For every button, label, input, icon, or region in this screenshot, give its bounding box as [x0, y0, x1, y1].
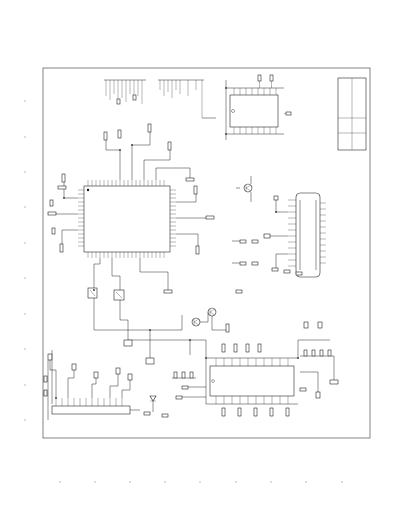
crystal-oscillator	[87, 287, 155, 365]
bottom-ic-package	[190, 339, 330, 417]
top-pin-header-left	[104, 79, 146, 105]
left-vertical-bus	[43, 350, 53, 420]
mcu-pins-bottom	[87, 252, 165, 258]
title-block	[337, 77, 367, 151]
mcu-passive-components	[47, 123, 215, 294]
resistor-network-right	[299, 321, 339, 399]
junction-dots	[55, 87, 299, 399]
transistor-group-lower	[175, 307, 230, 400]
mcu-pins-right	[170, 189, 176, 247]
top-pin-header-right	[158, 79, 216, 119]
transistor-group-center	[232, 176, 259, 294]
connector-block-right	[263, 192, 326, 278]
mcu-pins-left	[78, 189, 84, 247]
mcu-pins-top	[87, 180, 165, 186]
margin-ticks	[24, 100, 343, 483]
indicator-parts-middle	[143, 371, 196, 418]
mcu-qfp-package	[83, 185, 171, 253]
top-ic-package	[225, 74, 292, 140]
bottom-left-connector-row	[47, 353, 140, 415]
drawing-frame	[42, 67, 371, 439]
